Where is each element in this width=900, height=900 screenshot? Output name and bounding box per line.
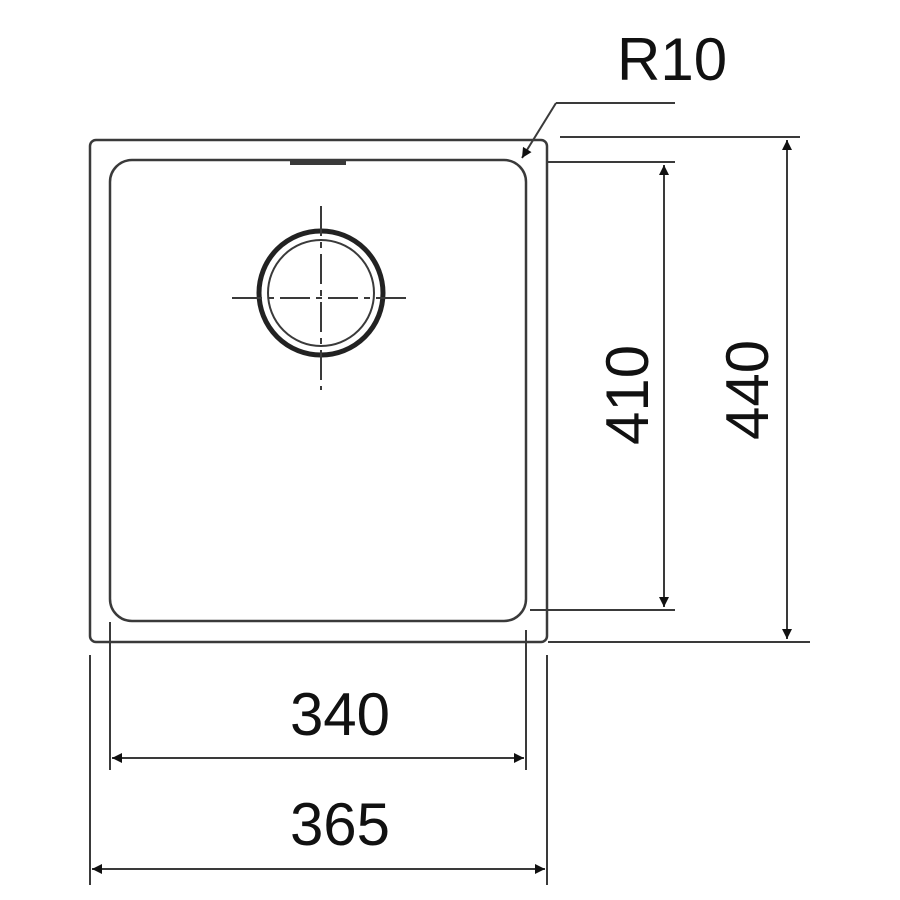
inner-width-label: 340	[290, 681, 390, 748]
overflow-slot	[290, 159, 346, 165]
height-extension-lines	[530, 136, 810, 643]
width-extension-lines	[89, 622, 548, 885]
inner-height-label: 410	[594, 345, 661, 445]
outer-height-label: 440	[714, 340, 781, 440]
drain-icon	[232, 206, 410, 390]
outer-rim-outline	[88, 138, 549, 644]
radius-leader	[521, 102, 675, 159]
outer-width-label: 365	[290, 791, 390, 858]
radius-label: R10	[617, 26, 727, 93]
